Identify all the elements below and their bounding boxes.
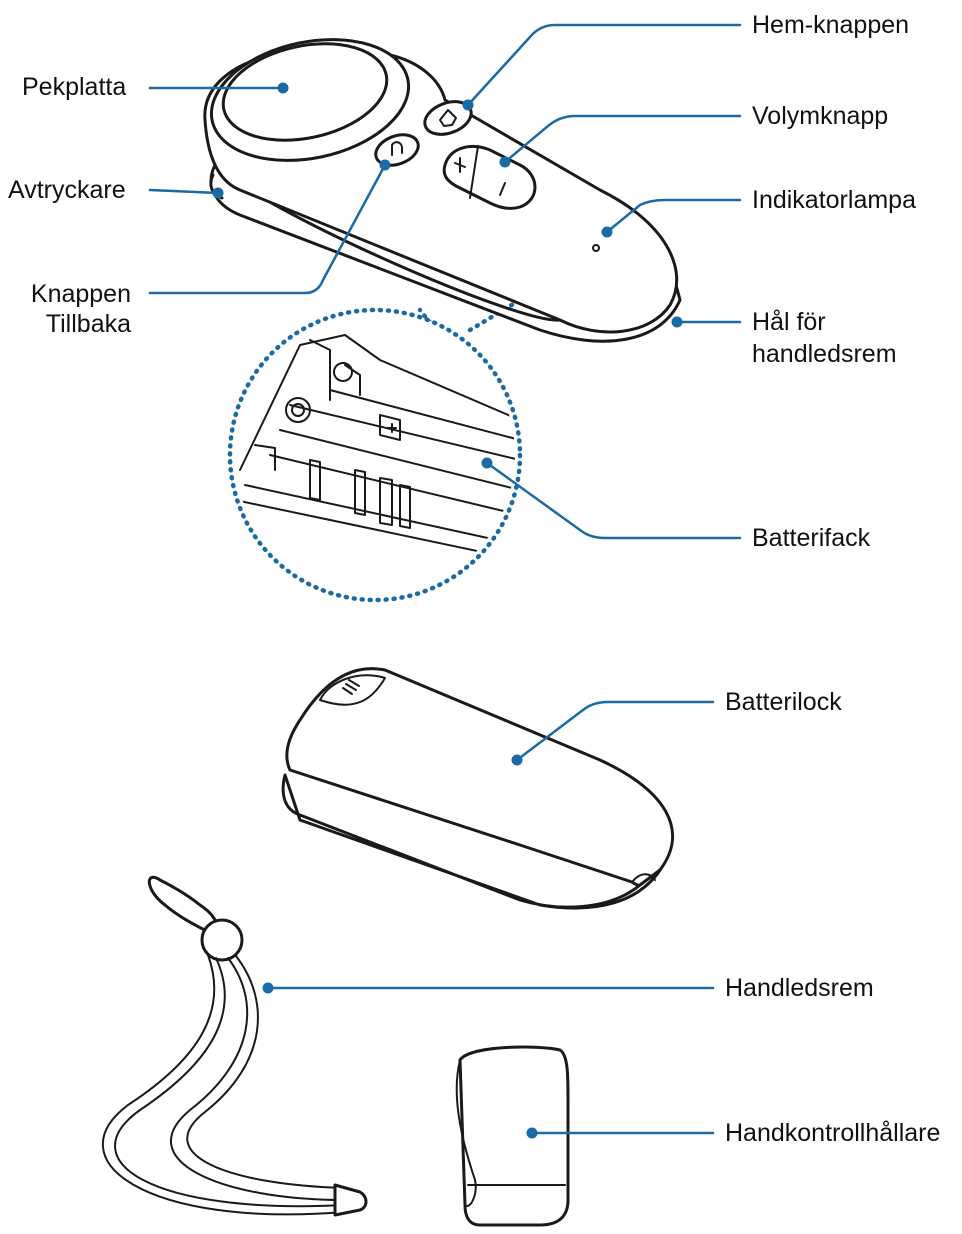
label-hal-for-line1: Hål för bbox=[752, 308, 826, 336]
battery-cover bbox=[281, 667, 675, 910]
minus-icon bbox=[499, 182, 506, 196]
indicator-light bbox=[592, 244, 600, 252]
battery-compartment-detail bbox=[227, 297, 523, 603]
label-volymknapp: Volymknapp bbox=[752, 102, 889, 130]
plus-icon bbox=[454, 157, 466, 173]
label-knappen-tillbaka-line1: Knappen bbox=[30, 280, 131, 308]
label-batterifack: Batterifack bbox=[752, 524, 871, 552]
label-hal-for-line2: handledsrem bbox=[752, 340, 897, 368]
label-hem-knappen: Hem-knappen bbox=[752, 11, 910, 39]
label-handledsrem: Handledsrem bbox=[725, 974, 874, 1002]
home-icon bbox=[439, 109, 457, 127]
leader-lines bbox=[148, 23, 742, 1139]
label-avtryckare: Avtryckare bbox=[8, 176, 126, 204]
back-icon bbox=[391, 141, 403, 156]
back-button[interactable] bbox=[372, 129, 423, 170]
volume-button[interactable] bbox=[442, 145, 537, 210]
label-handkontrollhallare: Handkontrollhållare bbox=[725, 1119, 941, 1147]
wrist-strap bbox=[101, 876, 368, 1217]
label-indikatorlampa: Indikatorlampa bbox=[752, 186, 916, 214]
label-knappen-tillbaka-line2: Tillbaka bbox=[45, 310, 131, 338]
label-pekplatta: Pekplatta bbox=[22, 73, 127, 101]
controller-holder bbox=[455, 1045, 570, 1227]
magnifier-circle bbox=[227, 307, 523, 603]
controller bbox=[203, 38, 682, 343]
label-batterilock: Batterilock bbox=[725, 688, 842, 716]
